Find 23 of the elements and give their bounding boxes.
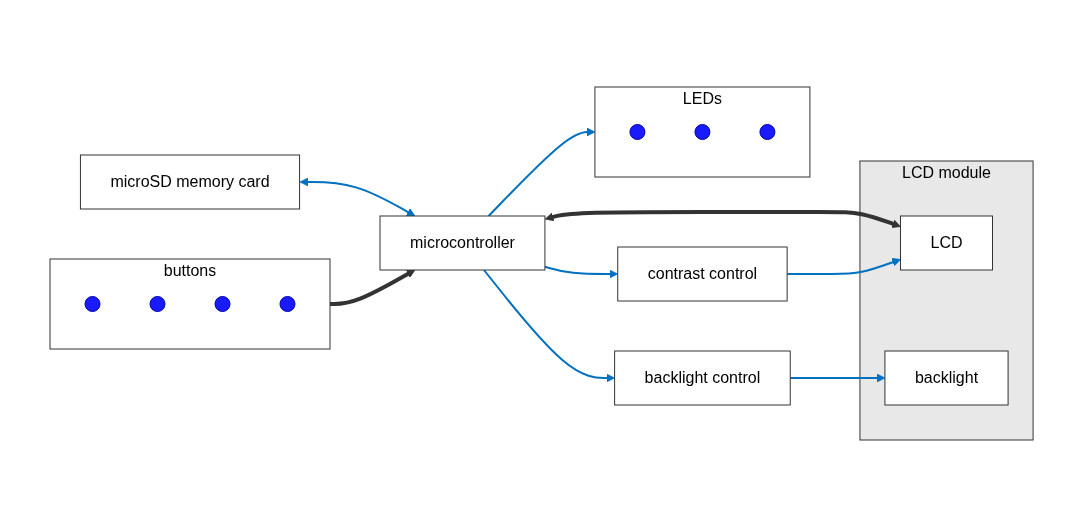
node-circle [84,296,101,312]
cluster: LEDs [594,86,811,178]
node-circle [149,296,166,312]
arrow [786,258,901,275]
node-box: backlight [884,350,1009,406]
arrow [299,177,416,217]
node-circle [759,124,776,140]
node-box: contrast control [617,246,788,302]
node-box: backlight control [614,350,791,406]
node-circle [279,296,296,312]
node-circle [694,124,711,140]
cluster: buttons [49,258,331,350]
node-box: microcontroller [379,215,546,271]
arrow [329,269,416,306]
node-circle [629,124,646,140]
node-box: LCD [899,215,993,271]
node-box: microSD memory card [79,154,300,210]
arrow [789,373,886,383]
node-circle [214,296,231,312]
arrow [487,127,596,217]
arrow [482,269,615,383]
arrow [544,210,901,228]
arrow [543,265,619,279]
